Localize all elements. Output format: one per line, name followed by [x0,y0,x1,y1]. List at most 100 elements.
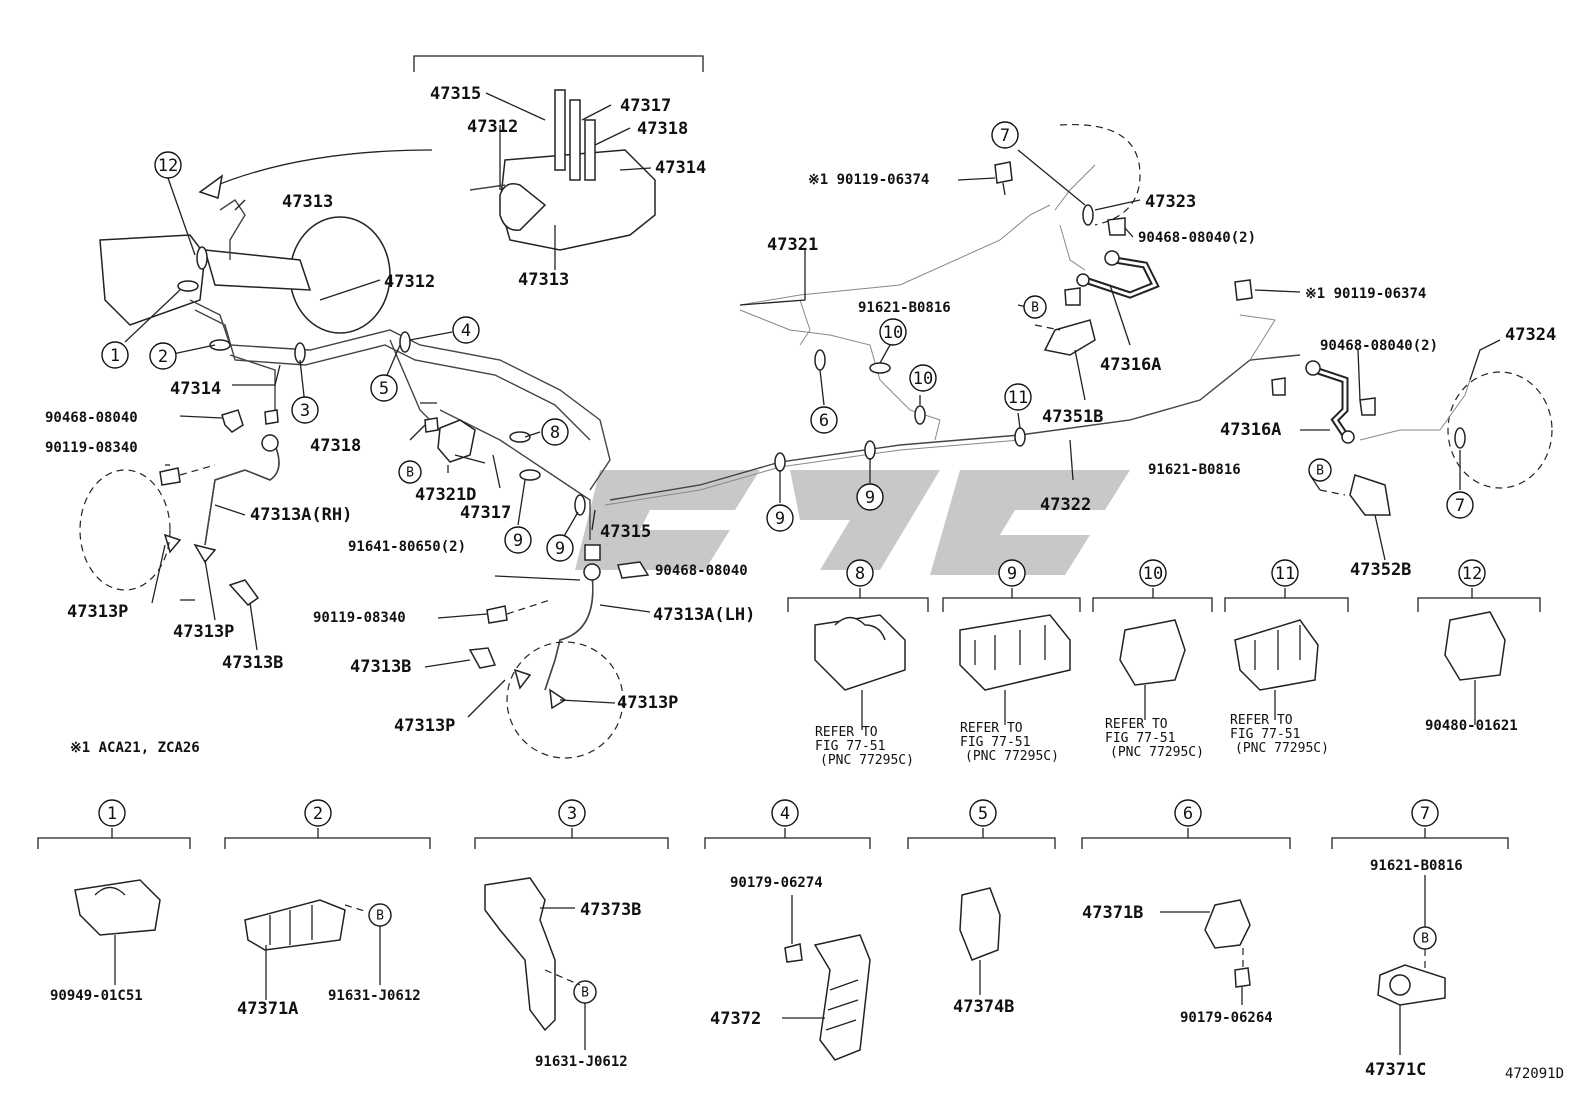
label-47316A-b: 47316A [1220,420,1281,440]
label-47322: 47322 [1040,495,1091,515]
label-47351B: 47351B [1042,407,1103,427]
label-47314-top: 47314 [655,158,706,178]
label-47313P-3: 47313P [617,693,678,713]
bolt-marker-right: B [1308,458,1332,482]
label-90468-mid: 90468-08040 [655,563,748,579]
svg-text:FIG 77-51: FIG 77-51 [815,739,885,754]
svg-text:4: 4 [780,804,790,824]
watermark-logo [575,470,1130,575]
label-47315-mid: 47315 [600,522,651,542]
label-90468-2a: 90468-08040(2) [1138,230,1256,246]
callout-12-top: 12 [154,151,182,179]
callout-8-group: 8 [846,559,874,587]
label-47317-top: 47317 [620,96,671,116]
inset-master-cylinder [413,55,704,270]
svg-text:7: 7 [1000,126,1010,146]
svg-text:2: 2 [313,804,323,824]
part-labels: 47315 47317 47312 47318 47314 47313 4731… [45,84,1564,1082]
callout-9-c: 9 [766,504,794,532]
label-91621-c: 91621-B0816 [1370,858,1463,874]
svg-text:(PNC 77295C): (PNC 77295C) [820,753,914,768]
svg-text:9: 9 [555,539,565,559]
label-47313P-1: 47313P [67,602,128,622]
svg-text:B: B [376,909,384,924]
label-90119-06374-a: ※1 90119-06374 [808,172,929,188]
svg-text:REFER TO: REFER TO [815,725,878,740]
svg-text:9: 9 [775,509,785,529]
refer-block-9: REFER TO FIG 77-51 (PNC 77295C) [960,721,1059,764]
callout-1-group: 1 [98,799,126,827]
label-47373B: 47373B [580,900,641,920]
callout-10-a: 10 [879,318,907,346]
svg-text:7: 7 [1455,496,1465,516]
right-assembly [604,123,1553,561]
label-47313P-2: 47313P [173,622,234,642]
refer-block-8: REFER TO FIG 77-51 (PNC 77295C) [815,725,914,768]
callout-4: 4 [452,316,480,344]
callout-4-group: 4 [771,799,799,827]
callout-11-top: 11 [1004,383,1032,411]
callout-7-right: 7 [1446,491,1474,519]
bolt-marker-3: B [581,986,589,1001]
label-90468-2b: 90468-08040(2) [1320,338,1438,354]
svg-text:5: 5 [978,804,988,824]
refer-block-10: REFER TO FIG 77-51 (PNC 77295C) [1105,717,1204,760]
callout-12-group: 12 [1458,559,1486,587]
label-90179-06274: 90179-06274 [730,875,823,891]
label-90480: 90480-01621 [1425,718,1518,734]
label-47317-mid: 47317 [460,503,511,523]
label-47313B-2: 47313B [350,657,411,677]
left-assembly [79,149,651,759]
svg-text:(PNC 77295C): (PNC 77295C) [1235,741,1329,756]
callout-2: 2 [149,342,177,370]
callout-9-b: 9 [546,534,574,562]
label-47312-top: 47312 [467,117,518,137]
label-47321: 47321 [767,235,818,255]
bolt-marker-top: B [1023,295,1047,319]
svg-text:7: 7 [1420,804,1430,824]
bolt-markers: B B B B B B [376,295,1429,1001]
svg-text:2: 2 [158,347,168,367]
label-47312-left: 47312 [384,272,435,292]
callout-7-group: 7 [1411,799,1439,827]
footnote: ※1 ACA21, ZCA26 [70,740,200,756]
diagram-id: 472091D [1505,1066,1564,1082]
label-47313A-RH: 47313A(RH) [250,505,352,525]
svg-text:12: 12 [158,156,178,176]
svg-text:B: B [1316,464,1324,479]
svg-text:9: 9 [865,488,875,508]
callout-11-group: 11 [1271,559,1299,587]
label-47313B-1: 47313B [222,653,283,673]
svg-text:10: 10 [1143,564,1163,584]
bolt-marker-2: B [376,909,384,924]
svg-text:B: B [1421,932,1429,947]
svg-text:4: 4 [461,321,471,341]
svg-text:10: 10 [883,323,903,343]
svg-text:(PNC 77295C): (PNC 77295C) [1110,745,1204,760]
callout-5-group: 5 [969,799,997,827]
callout-9-d: 9 [856,483,884,511]
svg-text:5: 5 [379,379,389,399]
svg-text:B: B [1031,301,1039,316]
callout-3: 3 [291,396,319,424]
label-90119-mid: 90119-08340 [313,610,406,626]
svg-text:1: 1 [107,804,117,824]
label-47371A: 47371A [237,999,298,1019]
svg-text:8: 8 [550,423,560,443]
label-47316A-a: 47316A [1100,355,1161,375]
label-47313P-4: 47313P [394,716,455,736]
callout-9-group: 9 [998,559,1026,587]
refer-block-11: REFER TO FIG 77-51 (PNC 77295C) [1230,713,1329,756]
label-90119-06374-b: ※1 90119-06374 [1305,286,1426,302]
svg-text:12: 12 [1462,564,1482,584]
callout-7-top: 7 [991,121,1019,149]
label-47371B: 47371B [1082,903,1143,923]
label-91641: 91641-80650(2) [348,539,466,555]
label-47321D: 47321D [415,485,476,505]
svg-text:FIG 77-51: FIG 77-51 [1105,731,1175,746]
svg-text:3: 3 [300,401,310,421]
label-47372: 47372 [710,1009,761,1029]
label-90119-left: 90119-08340 [45,440,138,456]
label-47318-mid: 47318 [310,436,361,456]
